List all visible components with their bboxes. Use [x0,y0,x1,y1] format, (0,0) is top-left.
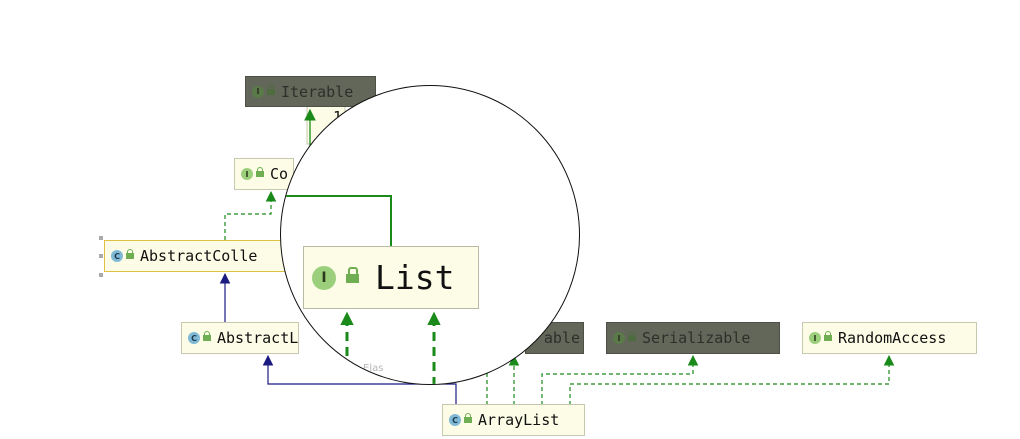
edge-arraylist-abstractlist [262,354,457,405]
node-label: able [543,329,580,347]
lock-open-icon [628,331,636,342]
lock-open-icon [126,249,134,260]
lock-open-icon [267,84,275,96]
node-abstract-collection[interactable]: C AbstractColle [104,240,292,272]
node-list-magnified[interactable]: I List [303,246,479,309]
interface-icon: I [613,332,625,344]
interface-icon: I [241,168,253,180]
edge-arraylist-serializable [541,354,699,405]
edge-arraylist-randomaccess [569,354,895,405]
interface-icon: I [252,85,264,98]
node-array-list[interactable]: C ArrayList [442,404,585,436]
class-icon: C [111,250,123,262]
edge-abstractcollection-collection [224,190,277,240]
selection-handle[interactable] [99,236,103,240]
lock-open-icon [256,167,264,178]
lock-open-icon [203,331,211,342]
selection-handle[interactable] [99,273,103,277]
lock-open-icon [824,331,832,342]
node-label: Iterable [281,82,354,101]
lock-open-icon [346,266,359,284]
interface-icon: I [809,332,821,344]
node-random-access[interactable]: I RandomAccess [802,322,977,354]
node-serializable[interactable]: I Serializable [606,322,780,354]
node-label: Co [270,165,289,183]
node-abstract-list[interactable]: C AbstractLi [181,322,299,354]
magnifier-edges [281,195,441,384]
selection-handle[interactable] [99,254,103,258]
edge-label-fragment: Elas [363,363,384,374]
interface-icon: I [312,265,336,290]
node-label: List [375,258,455,297]
class-icon: C [449,414,461,426]
node-label: RandomAccess [838,329,947,347]
node-label: Serializable [642,329,751,347]
node-iterable[interactable]: I Iterable [245,76,376,107]
node-collection[interactable]: I Co [234,158,294,190]
edge-list-collection [281,195,392,246]
lock-open-icon [464,413,472,424]
magnifier-lens: I List Elas [280,85,580,385]
node-label: AbstractLi [217,329,299,347]
class-icon: C [188,332,200,344]
node-label: ArrayList [478,411,560,429]
node-label: AbstractColle [140,247,258,265]
